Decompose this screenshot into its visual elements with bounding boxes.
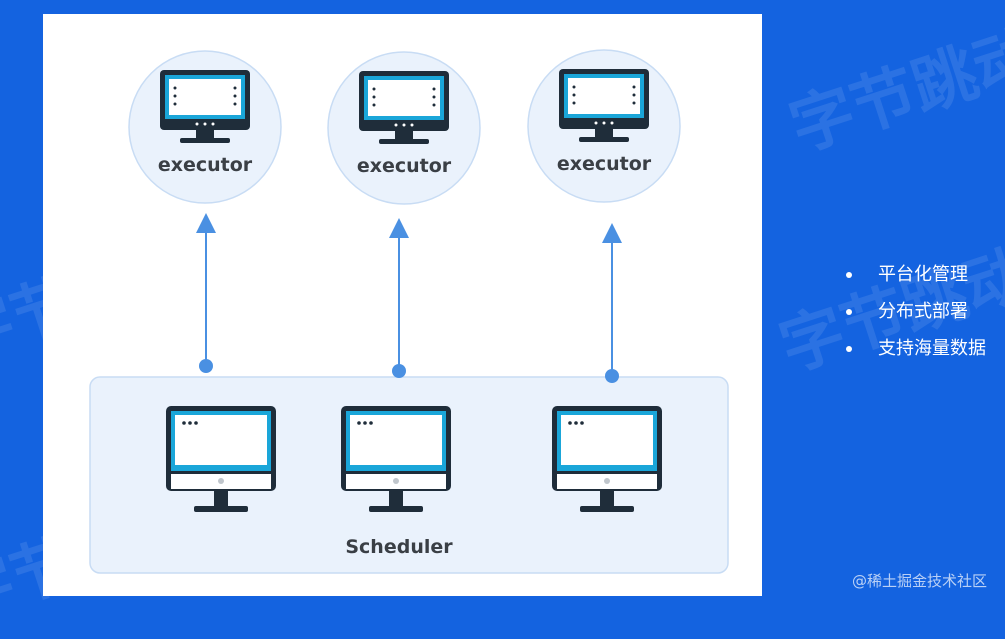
scheduler-monitor-3	[552, 406, 662, 512]
architecture-diagram: executor executor	[89, 49, 729, 574]
monitor-icon	[359, 71, 449, 144]
watermark: 字节跳动青训营	[781, 0, 1005, 167]
monitor-icon	[559, 69, 649, 142]
list-item-label: 分布式部署	[878, 301, 968, 322]
scheduler-monitor-2	[341, 406, 451, 512]
list-item: 分布式部署	[846, 297, 986, 334]
executor-node-3: executor	[527, 49, 681, 203]
diagram-panel: executor executor	[43, 14, 762, 596]
executor-label: executor	[557, 153, 652, 175]
list-item: 平台化管理	[846, 260, 986, 297]
bullet-icon	[846, 346, 852, 352]
list-item: 支持海量数据	[846, 334, 986, 371]
list-item-label: 支持海量数据	[878, 338, 986, 359]
arrow-2	[389, 218, 409, 378]
scheduler-label: Scheduler	[345, 536, 453, 558]
bullet-icon	[846, 272, 852, 278]
feature-list: 平台化管理 分布式部署 支持海量数据	[846, 260, 986, 371]
list-item-label: 平台化管理	[878, 264, 968, 285]
executor-label: executor	[357, 155, 452, 177]
monitor-icon	[160, 70, 250, 143]
scheduler-monitor-1	[166, 406, 276, 512]
bullet-icon	[846, 309, 852, 315]
arrow-3	[602, 223, 622, 383]
executor-node-2: executor	[327, 51, 481, 205]
arrow-1	[196, 213, 216, 373]
source-credit: @稀土掘金技术社区	[851, 572, 987, 590]
executor-node-1: executor	[128, 50, 282, 204]
executor-label: executor	[158, 154, 253, 176]
